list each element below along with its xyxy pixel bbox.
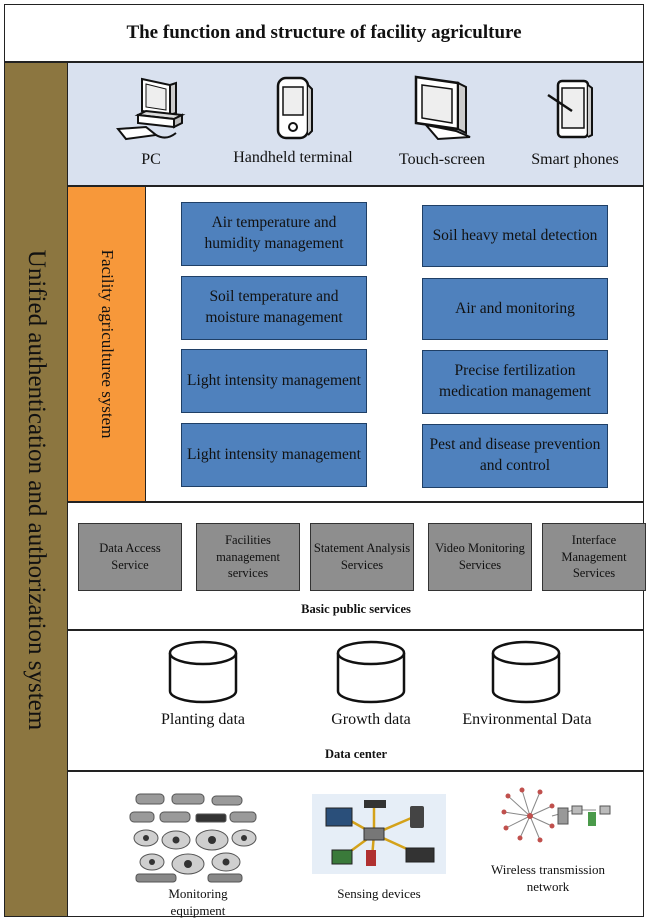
sensing-devices-icon — [312, 794, 446, 874]
cameras-icon — [129, 793, 257, 883]
infrastructure-layer: Monitoring equipment Sensing devices — [68, 771, 644, 918]
service-box-facilities-management: Facilities management services — [196, 523, 300, 591]
service-box-video-monitoring: Video Monitoring Services — [428, 523, 532, 591]
data-center-caption: Data center — [324, 747, 388, 761]
function-box-pest-disease: Pest and disease prevention and control — [422, 424, 608, 488]
growth-database-icon — [336, 640, 406, 704]
touchscreen-icon — [414, 75, 471, 141]
function-box-light-intensity-1: Light intensity management — [181, 349, 367, 413]
smartphone-icon — [547, 79, 593, 139]
function-box-soil-temp-moisture: Soil temperature and moisture management — [181, 276, 367, 340]
planting-database-icon — [168, 640, 238, 704]
infra-label-monitoring: Monitoring equipment — [168, 886, 228, 918]
system-band: Facility agricultureе system — [68, 187, 146, 501]
device-layer: PC Handheld terminal Touch-screen Smart … — [68, 62, 644, 186]
environmental-database-icon — [491, 640, 561, 704]
db-label-environmental: Environmental Data — [462, 711, 592, 728]
function-box-light-intensity-2: Light intensity management — [181, 423, 367, 487]
auth-system-label: Unified authentication and authorization… — [23, 249, 50, 730]
function-box-soil-heavy-metal: Soil heavy metal detection — [422, 205, 608, 267]
pc-icon — [116, 77, 186, 141]
device-label-touchscreen: Touch-screen — [399, 151, 485, 168]
function-box-air-monitoring: Air and monitoring — [422, 278, 608, 340]
infra-label-sensing: Sensing devices — [337, 886, 421, 901]
device-label-smartphone: Smart phones — [531, 151, 619, 168]
db-label-growth: Growth data — [331, 711, 411, 728]
infra-label-wireless: Wireless transmission network — [491, 862, 605, 894]
service-box-statement-analysis: Statement Analysis Services — [310, 523, 414, 591]
auth-system-bar: Unified authentication and authorization… — [4, 62, 68, 917]
function-box-air-temp-humidity: Air temperature and humidity management — [181, 202, 367, 266]
service-box-data-access: Data Access Service — [78, 523, 182, 591]
handheld-icon — [276, 76, 313, 140]
diagram-title: The function and structure of facility a… — [4, 4, 644, 62]
data-center-layer: Planting data Growth data Environmental … — [68, 630, 644, 771]
device-label-handheld: Handheld terminal — [233, 149, 353, 166]
device-label-pc: PC — [141, 151, 161, 168]
service-layer: Data Access Service Facilities managemen… — [68, 502, 646, 630]
service-box-interface-management: Interface Management Services — [542, 523, 646, 591]
db-label-planting: Planting data — [161, 711, 245, 728]
application-layer: Facility agricultureе system Air tempera… — [68, 186, 644, 502]
services-caption: Basic public services — [301, 602, 411, 616]
system-label: Facility agricultureе system — [97, 249, 117, 439]
wireless-network-icon — [501, 787, 611, 843]
function-box-precise-fertilization: Precise fertilization medication managem… — [422, 350, 608, 414]
